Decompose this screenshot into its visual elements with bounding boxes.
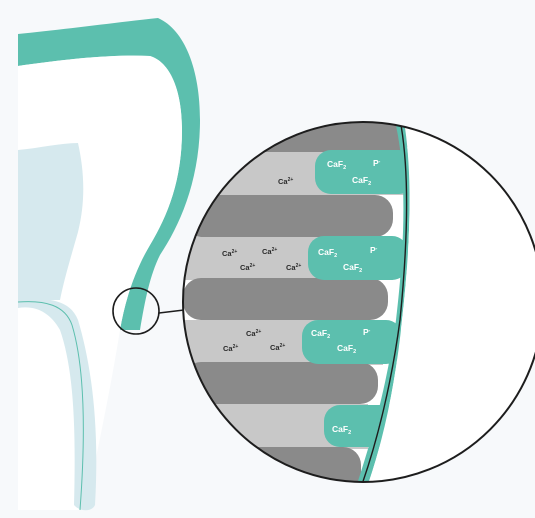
rod-4 bbox=[183, 362, 378, 404]
connector-line bbox=[159, 310, 184, 313]
caf2-cap-1 bbox=[315, 150, 415, 194]
rod-1 bbox=[183, 110, 413, 152]
caf2-cap-2 bbox=[308, 236, 408, 280]
rod-3 bbox=[183, 278, 388, 320]
caf2-cap-3 bbox=[302, 320, 402, 364]
tooth-cross-section bbox=[18, 18, 200, 510]
rod-5 bbox=[183, 447, 361, 492]
